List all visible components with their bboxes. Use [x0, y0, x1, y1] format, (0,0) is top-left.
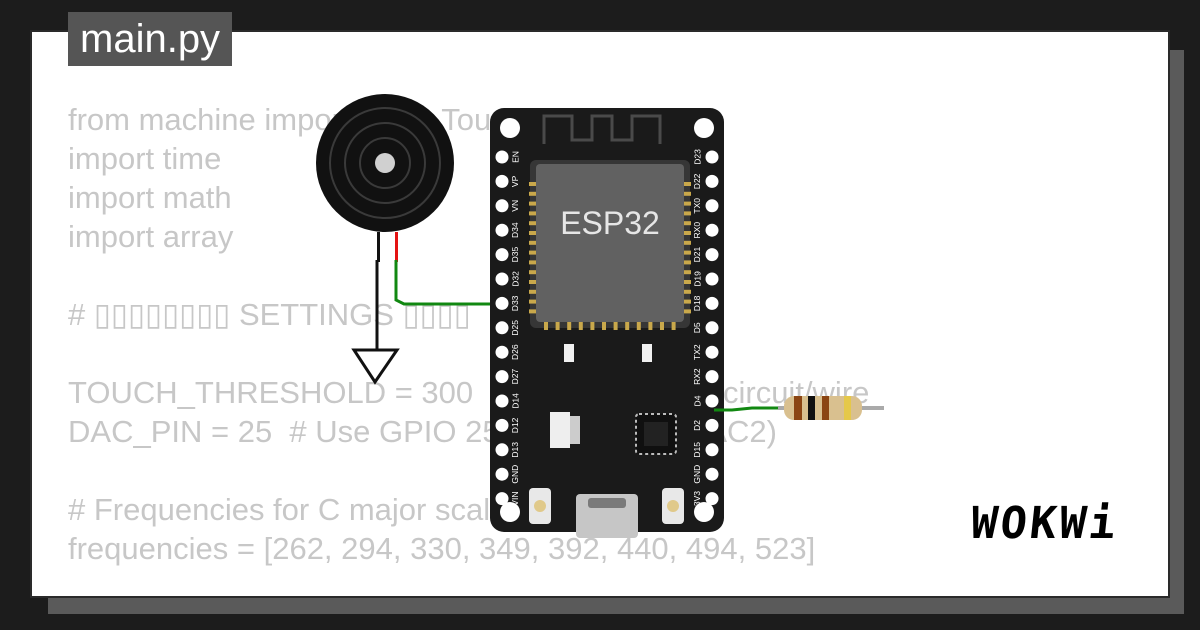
left-pin-vin[interactable]	[495, 492, 509, 506]
pin-label: D23	[692, 149, 702, 165]
esp32-chip	[536, 164, 684, 322]
left-pin-en[interactable]	[495, 150, 509, 164]
right-pin-tx2[interactable]	[705, 345, 719, 359]
right-pin-tx0[interactable]	[705, 199, 719, 213]
right-pin-d4[interactable]	[705, 394, 719, 408]
left-pin-d26[interactable]	[495, 345, 509, 359]
pin-label: TX2	[692, 344, 702, 360]
pin-label: D15	[692, 442, 702, 458]
code-line: import math	[68, 180, 232, 215]
pin-label: D25	[510, 320, 520, 336]
pin-label: VIN	[510, 492, 520, 506]
right-pin-d19[interactable]	[705, 272, 719, 286]
right-pin-3v3[interactable]	[705, 492, 719, 506]
pin-label: D19	[692, 271, 702, 287]
right-pin-d23[interactable]	[705, 150, 719, 164]
pin-label: D32	[510, 271, 520, 287]
pin-label: D35	[510, 247, 520, 263]
buzzer-component[interactable]	[316, 94, 454, 262]
left-pin-d13[interactable]	[495, 443, 509, 457]
pin-label: D21	[692, 247, 702, 263]
wokwi-logo: WOKWi	[967, 498, 1121, 549]
code-line: frequencies = [262, 294, 330, 349, 392, …	[68, 531, 816, 566]
pin-label: VN	[510, 200, 520, 212]
pin-label: GND	[692, 465, 702, 484]
pin-label: RX2	[692, 368, 702, 385]
pin-label: D13	[510, 442, 520, 458]
left-pin-d33[interactable]	[495, 296, 509, 310]
left-pin-d34[interactable]	[495, 223, 509, 237]
left-pin-d25[interactable]	[495, 321, 509, 335]
resistor-component[interactable]	[778, 396, 884, 420]
right-pin-d5[interactable]	[705, 321, 719, 335]
pin-label: RX0	[692, 222, 702, 239]
right-pin-d15[interactable]	[705, 443, 719, 457]
left-pin-vn[interactable]	[495, 199, 509, 213]
pin-label: D18	[692, 295, 702, 311]
right-pin-rx0[interactable]	[705, 223, 719, 237]
right-pin-d22[interactable]	[705, 174, 719, 188]
left-pin-vp[interactable]	[495, 174, 509, 188]
pin-label: D14	[510, 393, 520, 409]
signal-wire-resistor[interactable]	[714, 406, 784, 412]
pin-label: D4	[692, 395, 702, 406]
left-pin-d27[interactable]	[495, 370, 509, 384]
left-pin-d12[interactable]	[495, 418, 509, 432]
right-pin-d18[interactable]	[705, 296, 719, 310]
right-pin-d21[interactable]	[705, 248, 719, 262]
right-pin-rx2[interactable]	[705, 370, 719, 384]
ground-symbol	[351, 348, 400, 385]
pin-label: D22	[692, 173, 702, 189]
pin-label: D27	[510, 369, 520, 385]
right-pin-gnd[interactable]	[705, 467, 719, 481]
left-pin-d14[interactable]	[495, 394, 509, 408]
pin-label: D2	[692, 420, 702, 431]
pin-label: TX0	[692, 198, 702, 214]
filename-tab[interactable]: main.py	[68, 12, 233, 66]
pin-label: 3V3	[692, 491, 702, 506]
pin-label: GND	[510, 465, 520, 484]
pin-label: D5	[692, 322, 702, 333]
code-line: import array	[68, 219, 234, 254]
preview-card: from machine import DAC, TouchPad, Pinim…	[32, 32, 1168, 596]
pin-label: D12	[510, 417, 520, 433]
pin-label: D34	[510, 222, 520, 238]
signal-wire-buzzer[interactable]	[394, 260, 502, 306]
pin-label: EN	[510, 151, 520, 163]
pin-label: D33	[510, 295, 520, 311]
right-pin-d2[interactable]	[705, 418, 719, 432]
left-pin-d35[interactable]	[495, 248, 509, 262]
pin-label: VP	[510, 175, 520, 187]
left-pin-gnd[interactable]	[495, 467, 509, 481]
chip-label: ESP32	[560, 205, 660, 241]
code-line: import time	[68, 141, 222, 176]
left-pin-d32[interactable]	[495, 272, 509, 286]
pin-label: D26	[510, 344, 520, 360]
